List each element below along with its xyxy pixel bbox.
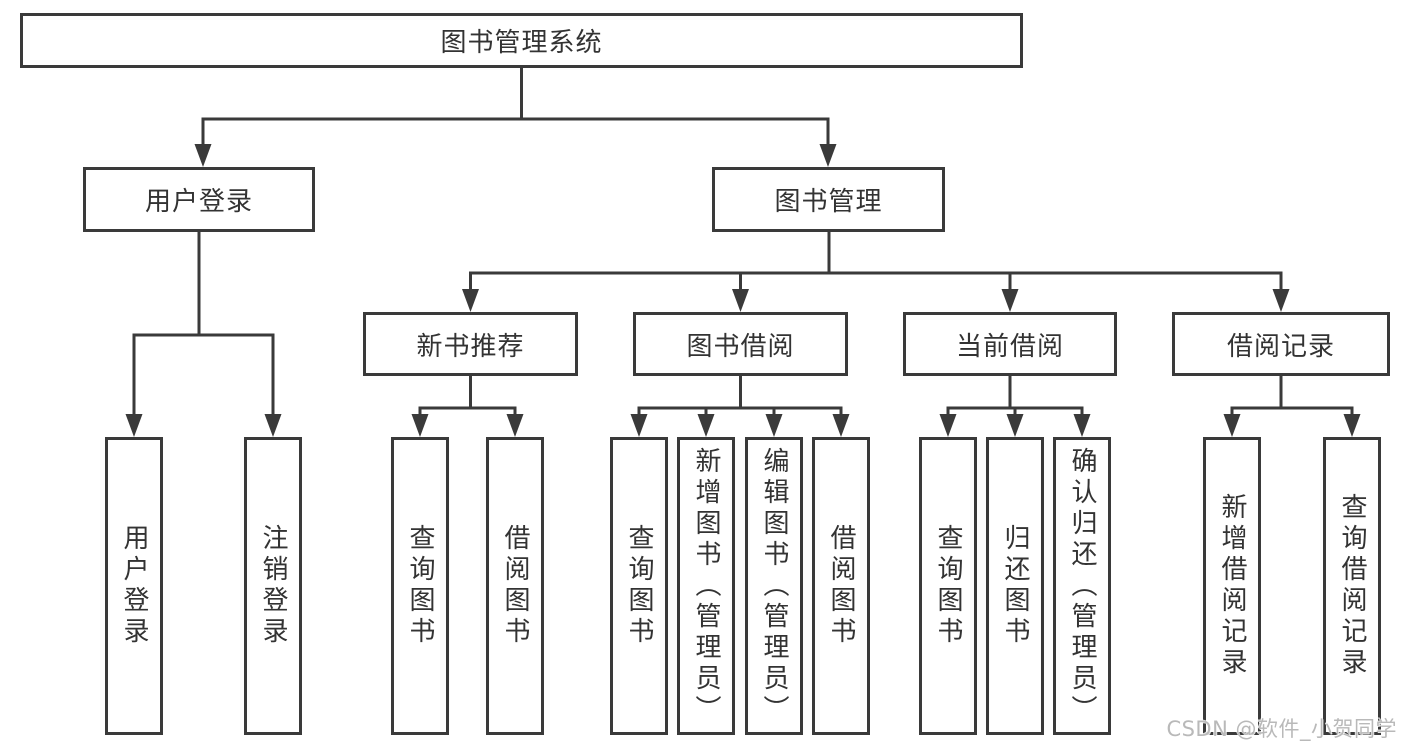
leaf-label: 查询图书 xyxy=(405,524,435,648)
node-label: 借阅记录 xyxy=(1226,331,1335,362)
leaf-label: 查询图书 xyxy=(933,524,963,648)
leaf-logout: 注销登录 xyxy=(244,437,302,735)
leaf-label: 注销登录 xyxy=(258,524,288,648)
node-new-book-recommend: 新书推荐 xyxy=(363,312,578,376)
leaf-add-borrow-record: 新增借阅记录 xyxy=(1203,437,1261,735)
root-node-library-system: 图书管理系统 xyxy=(20,13,1023,68)
leaf-add-books-admin: 新增图书（管理员） xyxy=(677,437,735,735)
node-label: 当前借阅 xyxy=(955,331,1064,362)
leaf-query-books-recommend: 查询图书 xyxy=(391,437,449,735)
node-current-borrowing: 当前借阅 xyxy=(903,312,1117,376)
leaf-borrow-books-borrowing: 借阅图书 xyxy=(812,437,870,735)
leaf-user-login: 用户登录 xyxy=(105,437,163,735)
leaf-label: 借阅图书 xyxy=(500,524,530,648)
leaf-query-books-borrowing: 查询图书 xyxy=(610,437,668,735)
leaf-label: 查询借阅记录 xyxy=(1337,493,1367,679)
leaf-confirm-return-admin: 确认归还（管理员） xyxy=(1053,437,1111,735)
leaf-label: 查询图书 xyxy=(624,524,654,648)
leaf-query-books-current: 查询图书 xyxy=(919,437,977,735)
node-book-management: 图书管理 xyxy=(712,167,945,232)
csdn-watermark: CSDN @软件_小贺同学 xyxy=(1166,717,1397,741)
root-node-label: 图书管理系统 xyxy=(440,28,603,58)
leaf-return-books: 归还图书 xyxy=(986,437,1044,735)
node-label: 图书管理 xyxy=(774,187,883,217)
node-label: 新书推荐 xyxy=(416,331,525,362)
node-user-login: 用户登录 xyxy=(83,167,315,232)
leaf-label: 借阅图书 xyxy=(826,524,856,648)
node-label: 用户登录 xyxy=(144,187,253,217)
leaf-query-borrow-record: 查询借阅记录 xyxy=(1323,437,1381,735)
leaf-label: 用户登录 xyxy=(119,524,149,648)
node-label: 图书借阅 xyxy=(686,331,795,362)
leaf-label: 确认归还（管理员） xyxy=(1067,446,1097,726)
node-borrowing-records: 借阅记录 xyxy=(1172,312,1390,376)
leaf-borrow-books-recommend: 借阅图书 xyxy=(486,437,544,735)
leaf-label: 编辑图书（管理员） xyxy=(759,446,789,726)
leaf-edit-books-admin: 编辑图书（管理员） xyxy=(745,437,803,735)
node-book-borrowing: 图书借阅 xyxy=(633,312,848,376)
leaf-label: 新增借阅记录 xyxy=(1217,493,1247,679)
leaf-label: 归还图书 xyxy=(1000,524,1030,648)
leaf-label: 新增图书（管理员） xyxy=(691,446,721,726)
